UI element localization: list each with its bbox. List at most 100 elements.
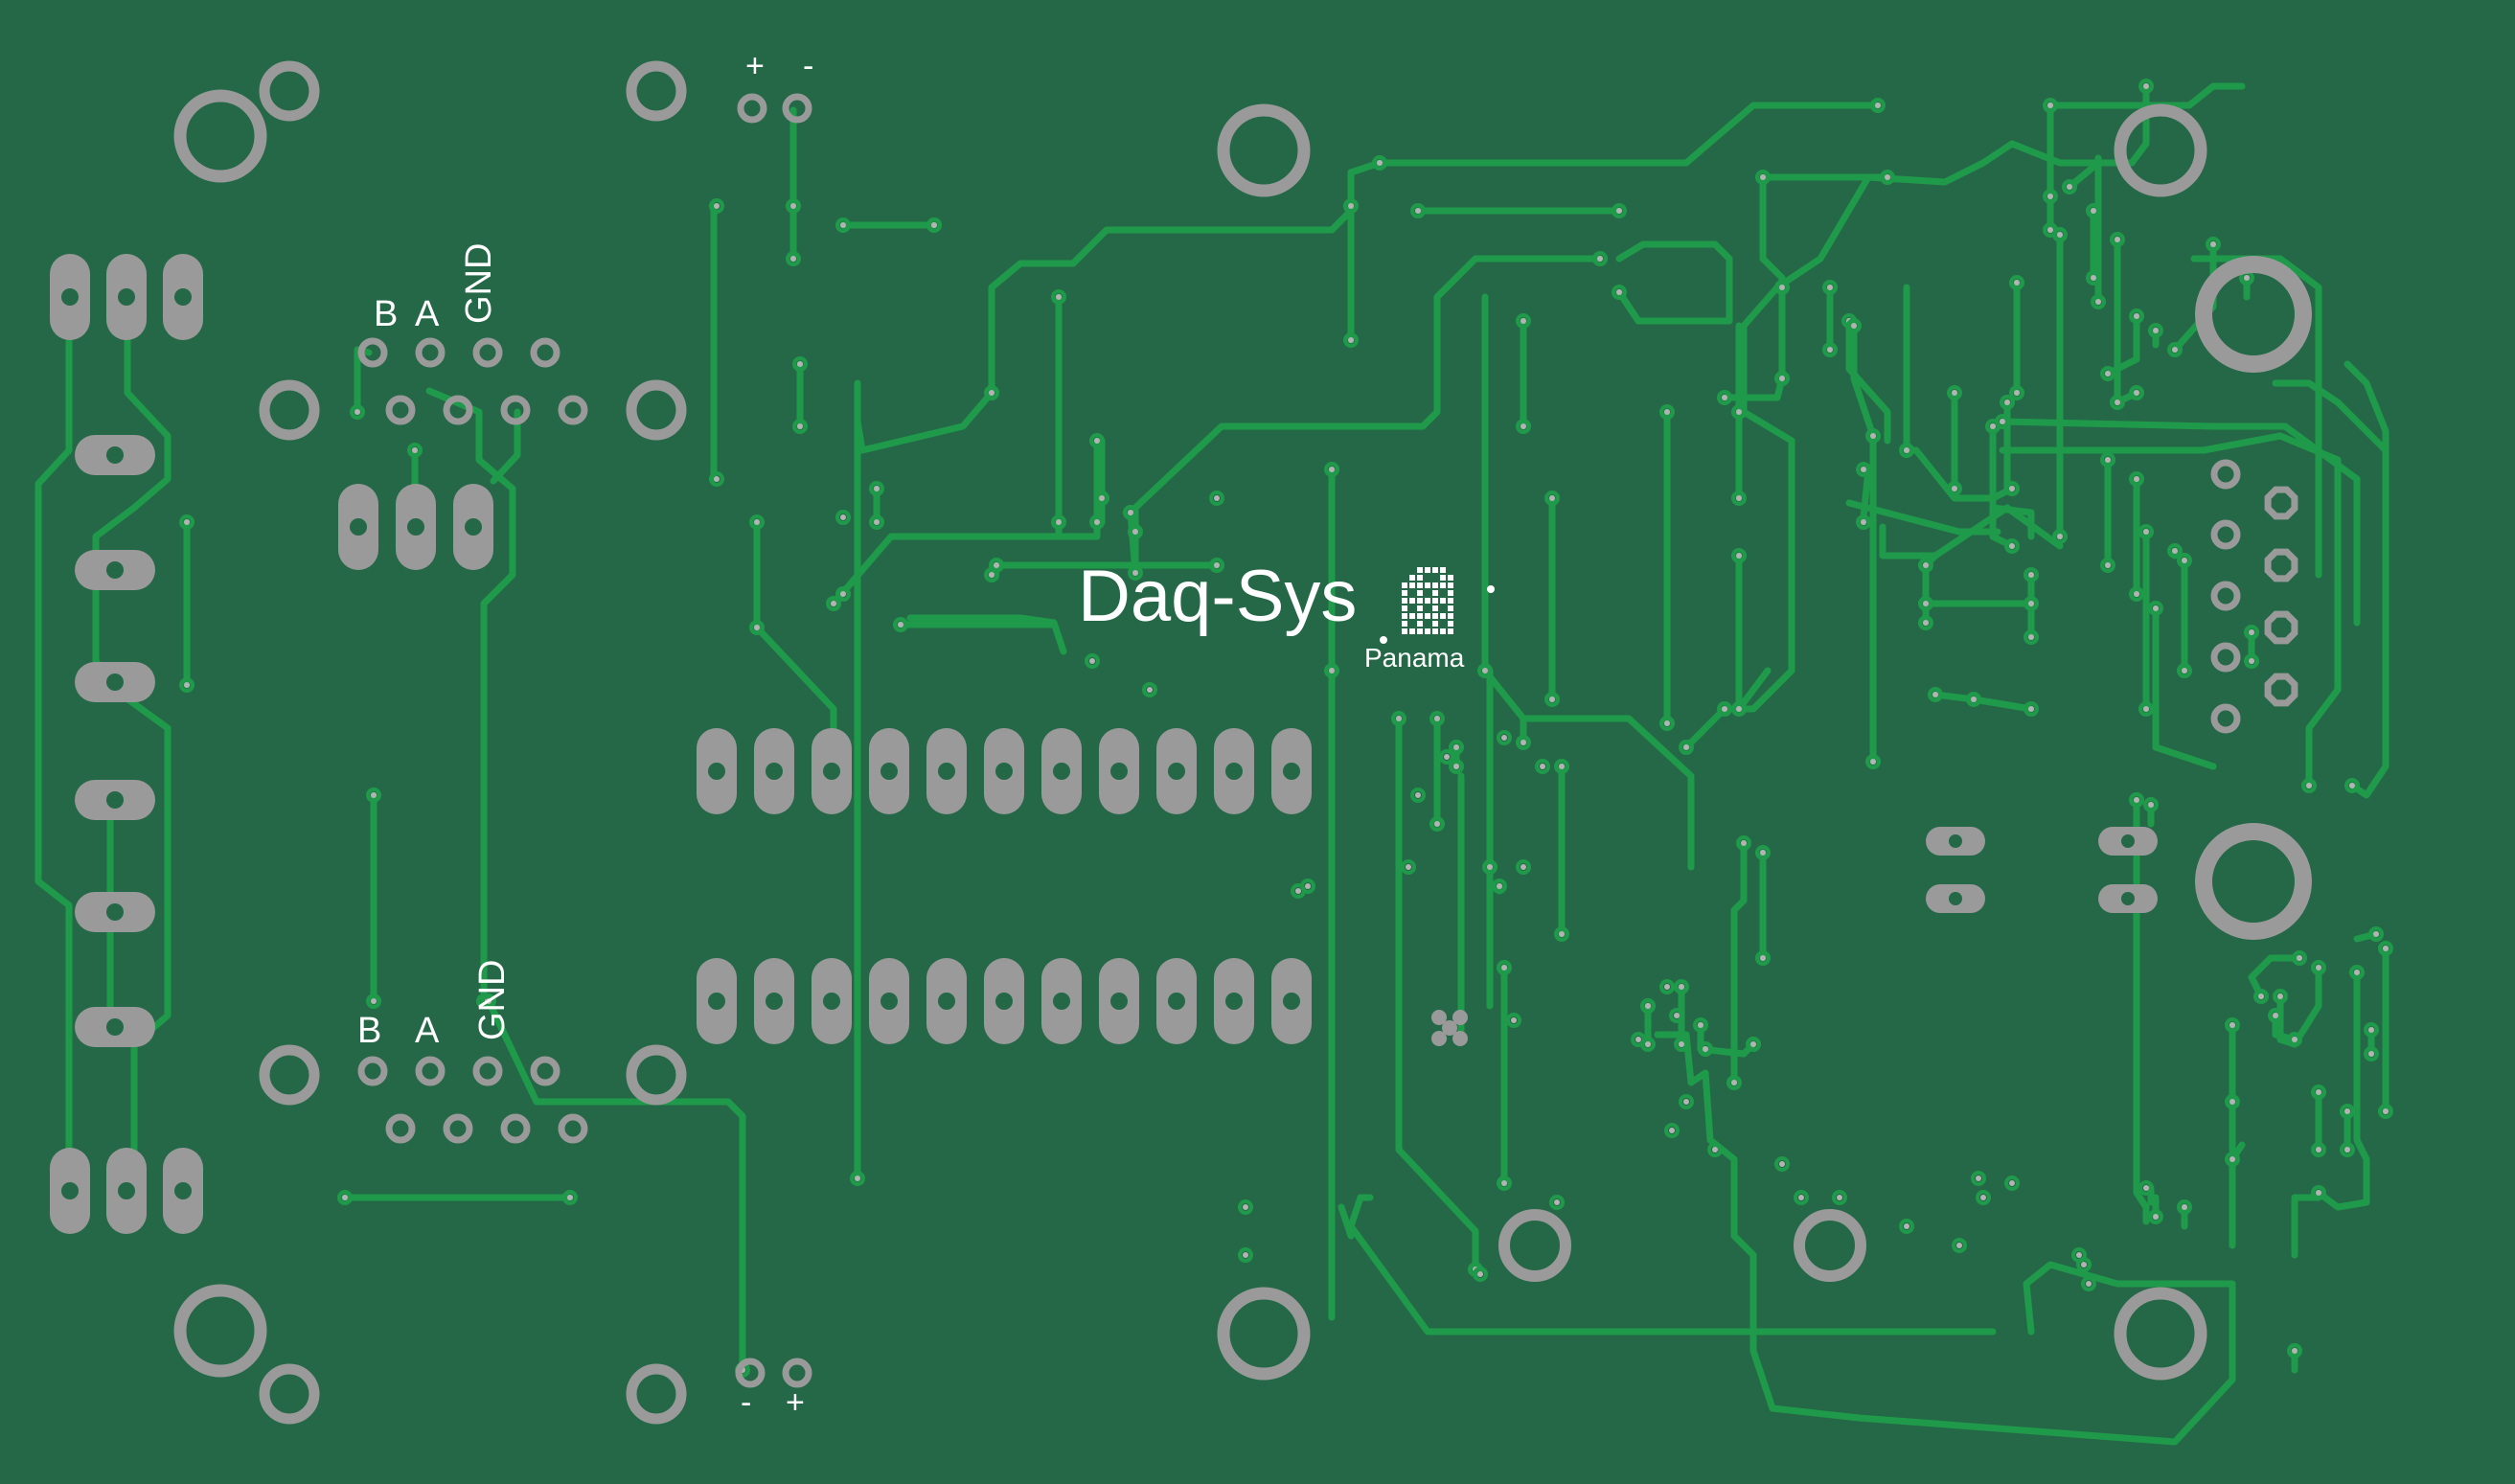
via (2129, 308, 2144, 324)
round-pad (2210, 581, 2241, 611)
round-pad (558, 1113, 588, 1144)
via-center (1722, 706, 1727, 712)
logo-pixel (1448, 621, 1453, 627)
via (2023, 596, 2039, 611)
via-center (2316, 1147, 2321, 1153)
via-center (2249, 658, 2254, 664)
via-center (1406, 864, 1411, 870)
via-center (1779, 376, 1785, 381)
via (1209, 558, 1224, 573)
logo-pixel (1402, 628, 1407, 634)
via-center (1798, 1195, 1804, 1200)
via (835, 586, 851, 602)
bottom-pin-b-label: B (357, 1011, 381, 1051)
via (1947, 385, 1962, 400)
via (2287, 1343, 2302, 1358)
dip-hole (708, 763, 725, 780)
logo-pixel (1417, 613, 1423, 619)
dip-hole (1110, 763, 1128, 780)
logo-pixel (1425, 582, 1430, 588)
round-pad (472, 337, 503, 368)
via (1482, 859, 1498, 875)
via (2004, 481, 2020, 496)
via (2148, 323, 2163, 338)
logo-pixel (1440, 628, 1446, 634)
bottom-power-plus-label: + (786, 1384, 805, 1421)
via-center (354, 409, 360, 415)
via-center (898, 622, 903, 628)
via (1612, 203, 1627, 218)
via-center (1453, 744, 1459, 750)
via-center (989, 390, 995, 396)
via (709, 471, 724, 487)
dip-hole (1110, 993, 1128, 1010)
via-center (790, 203, 796, 209)
round-pad (782, 1358, 812, 1388)
via (2129, 792, 2144, 808)
via-center (2009, 1180, 2015, 1186)
via (1238, 1199, 1253, 1215)
via (1497, 1176, 1512, 1191)
via (1410, 788, 1426, 803)
via-center (2047, 194, 2053, 199)
via (2340, 1104, 2355, 1119)
via-center (1923, 562, 1929, 568)
via (2100, 558, 2115, 573)
via-center (1870, 433, 1876, 439)
via (1051, 289, 1066, 305)
via (2311, 960, 2326, 975)
via (1497, 960, 1512, 975)
via-center (2076, 1252, 2082, 1258)
via (2138, 701, 2154, 717)
via-center (1923, 620, 1929, 626)
via-center (1243, 1204, 1248, 1210)
logo-pixel (1417, 598, 1423, 604)
vias (103, 79, 2393, 1378)
logo-pixel (1402, 582, 1407, 588)
logo-pixel (1448, 605, 1453, 611)
via (749, 514, 765, 530)
via (1966, 692, 1981, 707)
via (2364, 1022, 2379, 1038)
logo-pixel (1448, 598, 1453, 604)
dip-hole (766, 763, 783, 780)
via-center (2115, 237, 2120, 242)
via-center (1520, 740, 1526, 745)
via-center (2115, 400, 2120, 405)
via-center (1736, 553, 1742, 559)
via (2138, 79, 2154, 94)
via-center (1501, 965, 1507, 970)
via (2100, 452, 2115, 468)
via-center (2182, 1204, 2187, 1210)
logo-pixel (1402, 598, 1407, 604)
via-center (2105, 562, 2111, 568)
left-pad-column (75, 435, 155, 1047)
via-center (840, 222, 846, 228)
via (2052, 529, 2068, 544)
via (562, 1190, 578, 1205)
via-center (1554, 1199, 1560, 1205)
via-center (184, 682, 190, 688)
location-label: Panama (1364, 643, 1465, 673)
via-center (1243, 1252, 1248, 1258)
via-center (2383, 946, 2389, 951)
logo-pixel (1432, 598, 1438, 604)
logo-pixel (1432, 582, 1438, 588)
via (1089, 514, 1105, 530)
via-center (1645, 1041, 1651, 1047)
via-center (567, 1195, 573, 1200)
via (1822, 280, 1838, 295)
via-center (1415, 792, 1421, 798)
via (1372, 155, 1387, 171)
via (1865, 428, 1881, 444)
left-terminal-top (50, 254, 203, 340)
via-center (2368, 1027, 2374, 1033)
via (2000, 395, 2015, 410)
via-center (2105, 457, 2111, 463)
via-center (371, 792, 377, 798)
via-center (1736, 409, 1742, 415)
via-center (1861, 519, 1866, 525)
via (1717, 701, 1732, 717)
via (2311, 1185, 2326, 1200)
via (2143, 797, 2159, 812)
